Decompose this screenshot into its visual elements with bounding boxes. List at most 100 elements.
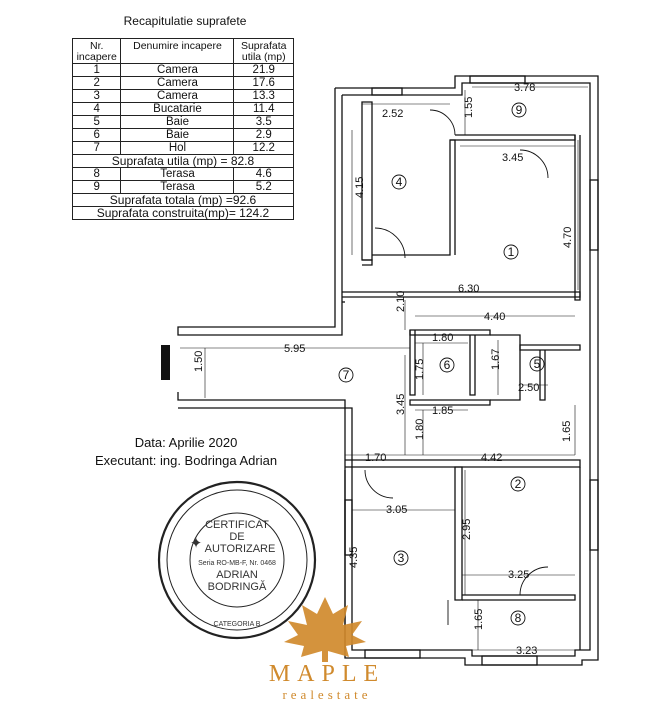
brand-name: MAPLE: [268, 661, 386, 687]
dim-label: 2.10: [395, 291, 407, 312]
room-marker: [529, 356, 545, 372]
cell-area: 12.2: [233, 141, 294, 155]
total-construita-row: Suprafata construita(mp)= 124.2: [72, 206, 294, 220]
room-number-6: 6: [444, 358, 451, 372]
area-summary-table: Nr. incapere Denumire incapere Suprafata…: [71, 38, 294, 220]
dim-label: 4.15: [354, 177, 366, 198]
total-construita: Suprafata construita(mp)= 124.2: [72, 206, 294, 220]
room-marker: [510, 610, 526, 626]
dim-label: 3.05: [386, 504, 407, 516]
room-marker: [338, 367, 354, 383]
dim-label: 1.85: [432, 405, 453, 417]
total-totala: Suprafata totala (mp) =92.6: [72, 193, 294, 207]
cell-name: Bucatarie: [120, 102, 235, 116]
dim-label: 4.35: [348, 547, 360, 568]
cell-nr: 5: [71, 115, 122, 129]
entrance-marker: [161, 345, 170, 380]
cell-name: Terasa: [120, 167, 235, 181]
cell-nr: 4: [71, 102, 122, 116]
total-utila-row: Suprafata utila (mp) = 82.8: [72, 154, 294, 168]
stamp-line2: DE: [229, 531, 244, 543]
maple-leaf-icon: [284, 597, 366, 662]
cell-name: Baie: [120, 115, 235, 129]
room-number-9: 9: [516, 103, 523, 117]
stamp-line1: CERTIFICAT: [205, 519, 269, 531]
room-number-4: 4: [396, 175, 403, 189]
dim-label: 2.95: [461, 519, 473, 540]
dim-label: 6.30: [458, 283, 479, 295]
authorization-stamp: CERTIFICAT DE AUTORIZARE Seria RO-MB-F, …: [157, 480, 317, 640]
walls: [177, 75, 599, 666]
dim-label: 3.25: [508, 569, 529, 581]
dim-label: 4.40: [484, 311, 505, 323]
cell-nr: 9: [71, 180, 122, 194]
stamp-name2: BODRINGĂ: [208, 580, 267, 593]
dim-label: 1.75: [414, 359, 426, 380]
dim-label: 1.70: [365, 452, 386, 464]
room-labels: 1 2 3 4 5 6 7 8 9: [338, 102, 545, 626]
cell-area: 4.6: [233, 167, 294, 181]
stamp-category: CATEGORIA B: [214, 621, 261, 628]
cell-area: 2.9: [233, 128, 294, 142]
room-marker: [391, 174, 407, 190]
cell-name: Baie: [120, 128, 235, 142]
cell-name: Terasa: [120, 180, 235, 194]
cell-name: Camera: [120, 76, 235, 90]
doors: [364, 109, 549, 625]
dim-label: 3.45: [395, 394, 407, 415]
cell-area: 5.2: [233, 180, 294, 194]
room-number-7: 7: [343, 368, 350, 382]
room-marker: [439, 357, 455, 373]
total-utila: Suprafata utila (mp) = 82.8: [72, 154, 294, 168]
drawing-meta: Data: Aprilie 2020 Executant: ing. Bodri…: [66, 434, 306, 470]
cell-nr: 7: [71, 141, 122, 155]
cell-nr: 6: [71, 128, 122, 142]
cell-nr: 3: [71, 89, 122, 103]
dim-label: 2.50: [518, 382, 539, 394]
dim-label: 1.80: [432, 332, 453, 344]
cell-area: 17.6: [233, 76, 294, 90]
dim-label: 3.78: [514, 82, 535, 94]
cell-name: Camera: [120, 63, 235, 77]
room-number-1: 1: [508, 245, 515, 259]
brand-subtitle: realestate: [282, 687, 372, 702]
table-header-row: Nr. incapere Denumire incapere Suprafata…: [71, 38, 294, 64]
cell-name: Camera: [120, 89, 235, 103]
dim-label: 1.67: [490, 349, 502, 370]
cell-nr: 8: [71, 167, 122, 181]
dim-label: 5.95: [284, 343, 305, 355]
cell-nr: 2: [71, 76, 122, 90]
dim-label: 3.45: [502, 152, 523, 164]
dim-label: 1.65: [561, 421, 573, 442]
dimension-lines: [180, 86, 588, 651]
room-marker: [503, 244, 519, 260]
dim-label: 1.50: [193, 351, 205, 372]
maple-leaf-shape: [284, 597, 366, 662]
stamp-name1: ADRIAN: [216, 569, 258, 581]
dim-label: 2.52: [382, 108, 403, 120]
cell-area: 11.4: [233, 102, 294, 116]
cell-area: 13.3: [233, 89, 294, 103]
room-marker: [393, 550, 409, 566]
room-number-2: 2: [515, 477, 522, 491]
dim-label: 1.55: [463, 97, 475, 118]
dimension-labels: 3.78 1.55 2.52 3.45 4.15 4.70 2.10 6.30 …: [193, 82, 574, 657]
brand-logo: MAPLE realestate: [252, 661, 402, 703]
drawing-executant: Executant: ing. Bodringa Adrian: [94, 453, 278, 468]
stamp-series: Seria RO-MB-F, Nr. 0468: [198, 560, 276, 567]
dim-label: 4.70: [562, 227, 574, 248]
room-number-5: 5: [534, 357, 541, 371]
dim-label: 1.65: [473, 609, 485, 630]
drawing-date: Data: Aprilie 2020: [134, 435, 238, 450]
cell-name: Hol: [120, 141, 235, 155]
total-totala-row: Suprafata totala (mp) =92.6: [72, 193, 294, 207]
dim-label: 3.23: [516, 645, 537, 657]
